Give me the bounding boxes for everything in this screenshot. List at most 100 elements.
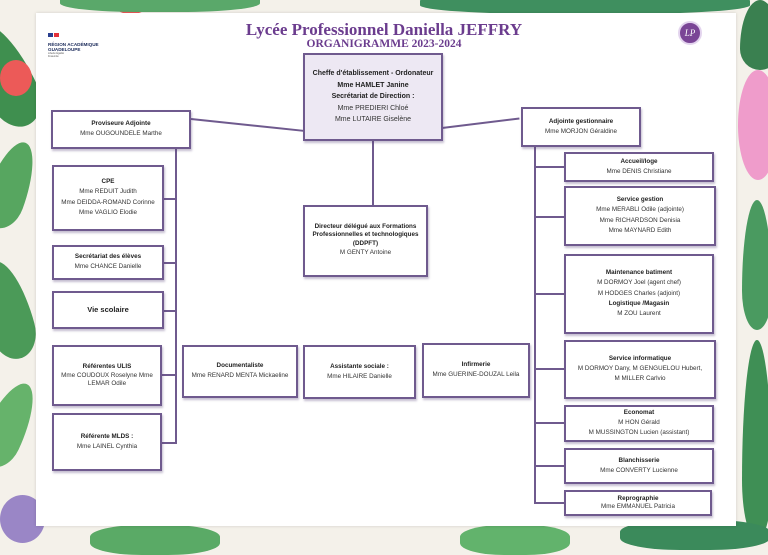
org-node-economat: Economat M HON Gérald M MUSSINGTON Lucie…: [564, 405, 714, 442]
node-name: M MILLER Carlvio: [614, 375, 666, 383]
node-name: M MUSSINGTON Lucien (assistant): [588, 429, 690, 437]
node-name: Mme MORJON Géraldine: [544, 127, 618, 135]
leaf-decoration: [460, 525, 570, 555]
node-title: Vie scolaire: [87, 305, 129, 315]
org-node-assistante-sociale: Assistante sociale : Mme HILAIRE Daniell…: [303, 345, 416, 399]
connector-line: [534, 216, 564, 218]
node-name: Mme CONVERTY Lucienne: [600, 466, 678, 474]
node-title: Cheffe d'établissement - Ordonateur: [312, 70, 434, 78]
leaf-decoration: [420, 0, 750, 14]
org-node-maintenance-batiment: Maintenance batiment M DORMOY Joel (agen…: [564, 254, 714, 334]
node-title: Accueil/loge: [620, 157, 658, 165]
flag-icon: [54, 33, 59, 37]
org-node-referente-mlds: Référente MLDS : Mme LAINEL Cynthia: [52, 413, 162, 471]
node-title: Référentes ULIS: [82, 363, 132, 371]
connector-line: [372, 140, 374, 206]
connector-line: [164, 310, 176, 312]
node-name: Mme DEIDDA-ROMAND Corinne: [61, 198, 155, 206]
node-name: Mme MERABLI Odile (adjointe): [596, 205, 684, 213]
node-name: Mme COUDOUX Roselyne Mme LEMAR Odile: [61, 371, 153, 388]
node-title: Maintenance batiment: [605, 269, 673, 277]
page-subtitle: ORGANIGRAMME 2023-2024: [306, 38, 462, 50]
leaf-decoration: [742, 200, 768, 330]
school-logo: LP: [678, 21, 702, 45]
connector-line: [534, 368, 564, 370]
connector-line: [534, 465, 564, 467]
node-name: M ZOU Laurent: [617, 310, 661, 318]
node-member: Mme PREDIERI Chloé: [337, 104, 409, 112]
flag-icon: [48, 33, 53, 37]
org-node-cpe: CPE Mme REDUIT Judith Mme DEIDDA-ROMAND …: [52, 165, 164, 231]
org-node-service-gestion: Service gestion Mme MERABLI Odile (adjoi…: [564, 186, 716, 246]
node-name: M DORMOY Dany, M GENGUELOU Hubert,: [577, 364, 703, 372]
region-logo-line2: GUADELOUPE: [48, 47, 81, 53]
leaf-decoration: [60, 0, 260, 12]
node-name: Mme VAGLIO Elodie: [79, 209, 137, 217]
node-title: Documentaliste: [216, 362, 264, 370]
node-name: Mme RENARD MENTA Mickaeline: [191, 372, 289, 380]
node-title: CPE: [101, 178, 115, 186]
region-academique-logo: RÉGION ACADÉMIQUE GUADELOUPE Liberté Éga…: [48, 24, 99, 58]
node-name: Mme HILAIRE Danielle: [327, 372, 392, 380]
org-node-blanchisserie: Blanchisserie Mme CONVERTY Lucienne: [564, 448, 714, 484]
node-name: Mme RICHARDSON Denisia: [599, 216, 681, 224]
node-title: Reprographie: [617, 494, 659, 502]
org-node-reprographie: Reprographie Mme EMMANUEL Patricia: [564, 490, 712, 516]
org-node-documentaliste: Documentaliste Mme RENARD MENTA Mickaeli…: [182, 345, 298, 398]
node-subtitle: Secrétariat de Direction :: [331, 93, 415, 101]
node-member: Mme LUTAIRE Giselène: [334, 116, 412, 124]
connector-line: [162, 374, 176, 376]
node-title: Economat: [623, 408, 655, 416]
node-name: Mme OUGOUNDELE Marthe: [80, 130, 162, 138]
org-node-service-informatique: Service informatique M DORMOY Dany, M GE…: [564, 340, 716, 399]
node-title: Directeur délégué aux Formations Profess…: [312, 222, 419, 247]
connector-line: [162, 442, 177, 444]
node-name: Mme LAINEL Cynthia: [76, 442, 138, 450]
node-title: Référente MLDS :: [80, 432, 134, 440]
node-title: Service informatique: [608, 354, 672, 362]
connector-line: [534, 166, 564, 168]
node-name: Mme GUERINE-DOUZAL Leila: [432, 371, 520, 379]
org-node-proviseure-adjointe: Proviseure Adjointe Mme OUGOUNDELE Marth…: [51, 110, 191, 149]
node-name: Mme CHANCE Danielle: [74, 263, 142, 271]
org-node-vie-scolaire: Vie scolaire: [52, 291, 164, 329]
node-name: Mme HAMLET Janine: [337, 81, 409, 89]
region-logo-motto: Liberté Égalité Fraternité: [48, 52, 64, 59]
connector-line: [534, 293, 564, 295]
page-title: Lycée Professionnel Daniella JEFFRY: [245, 20, 523, 39]
node-title: Infirmerie: [461, 361, 491, 369]
flower-decoration: [0, 60, 32, 96]
node-name: Mme DENIS Christiane: [606, 167, 672, 175]
org-node-ddfpt: Directeur délégué aux Formations Profess…: [303, 205, 428, 277]
connector-line: [534, 422, 564, 424]
org-node-secretariat-eleves: Secrétariat des élèves Mme CHANCE Daniel…: [52, 245, 164, 280]
node-title: Service gestion: [616, 196, 664, 204]
node-title: Blanchisserie: [618, 456, 660, 464]
node-name: M GENTY Antoine: [339, 249, 392, 257]
node-subtitle: Logistique /Magasin: [608, 300, 670, 308]
node-title: Adjointe gestionnaire: [548, 117, 614, 125]
node-name: M HODGES Charles (adjoint): [597, 289, 681, 297]
org-node-cheffe-etablissement: Cheffe d'établissement - Ordonateur Mme …: [303, 53, 443, 141]
org-node-adjointe-gestionnaire: Adjointe gestionnaire Mme MORJON Géraldi…: [521, 107, 641, 147]
connector-line: [164, 198, 176, 200]
org-node-accueil-loge: Accueil/loge Mme DENIS Christiane: [564, 152, 714, 182]
node-title: Secrétariat des élèves: [74, 253, 142, 261]
connector-line: [164, 262, 176, 264]
node-name: M DORMOY Joel (agent chef): [597, 278, 681, 286]
flower-decoration: [738, 70, 768, 180]
node-name: Mme EMMANUEL Patricia: [601, 503, 675, 510]
node-name: Mme REDUIT Judith: [79, 187, 137, 195]
node-title: Assistante sociale :: [330, 362, 389, 370]
leaf-decoration: [90, 525, 220, 555]
connector-line: [534, 502, 564, 504]
node-title: Proviseure Adjointe: [91, 120, 151, 128]
connector-line: [175, 149, 177, 443]
leaf-decoration: [742, 340, 768, 540]
node-name: Mme MAYNARD Edith: [608, 227, 672, 235]
region-logo-line1: RÉGION ACADÉMIQUE: [48, 42, 99, 47]
node-name: M HON Gérald: [618, 418, 660, 426]
org-node-infirmerie: Infirmerie Mme GUERINE-DOUZAL Leila: [422, 343, 530, 398]
connector-line: [534, 147, 536, 503]
org-node-referentes-ulis: Référentes ULIS Mme COUDOUX Roselyne Mme…: [52, 345, 162, 406]
